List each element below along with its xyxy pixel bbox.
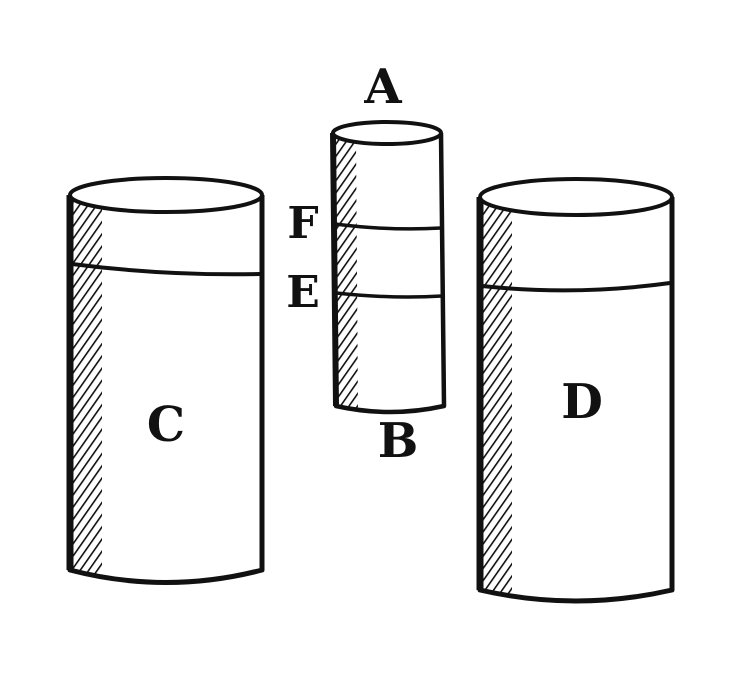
cylinder-d [476,177,675,604]
cylinder-d-rim [478,177,674,217]
cylinder-ab [330,120,447,415]
cylinder-ab-rim [331,120,443,146]
cylinder-ab-body [330,132,447,415]
cylinder-d-shading [480,197,512,598]
label-f: F [287,198,318,249]
cylinder-ab-line-f [334,222,442,231]
cylinder-c-shading [70,195,102,578]
label-c: C [147,397,185,453]
label-b: B [378,413,419,469]
label-a: A [363,59,402,115]
cylinder-c-water-line [71,262,261,277]
label-e: E [286,267,320,318]
cylinder-d-water-line [481,281,671,293]
cylinder-c [66,176,265,585]
cylinder-ab-shading [333,133,358,410]
label-d: D [561,374,603,430]
cylinder-c-rim [68,176,264,214]
cylinder-ab-line-e [335,291,443,299]
